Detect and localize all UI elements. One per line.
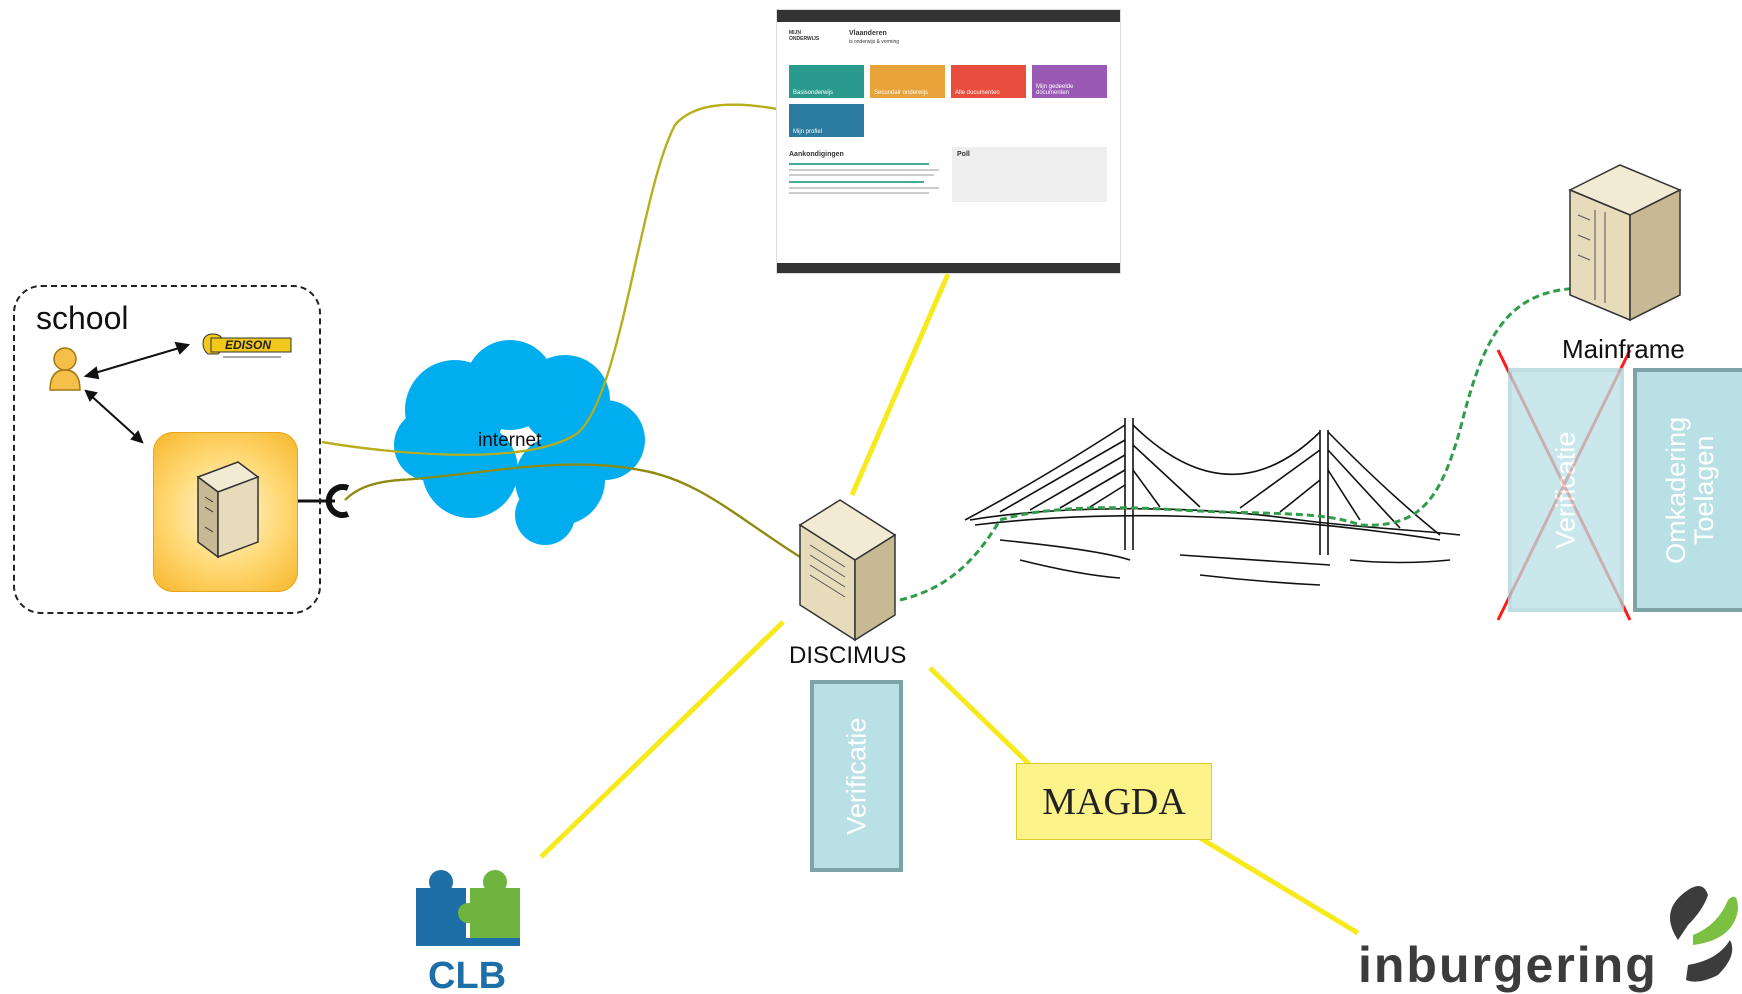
- discimus-server-icon: [798, 499, 897, 642]
- school-server-tile: [153, 432, 298, 592]
- green-dashed-link: [899, 281, 1626, 602]
- edison-logo-text: EDISON: [225, 338, 271, 352]
- portal-tile-1: Basisonderwijs: [789, 65, 864, 98]
- portal-announcement-lines: [789, 163, 939, 194]
- cloud-icon: [394, 340, 645, 545]
- portal-topbar: [777, 10, 1120, 22]
- cloud-label: internet: [478, 430, 542, 451]
- clb-label: CLB: [428, 955, 506, 994]
- portal-tile-4: Mijn gedeelde documenten: [1032, 65, 1107, 98]
- mainframe-server-icon: [1568, 164, 1682, 322]
- link-discimus-magda: [928, 666, 1032, 767]
- portal-tile-5: Mijn profiel: [789, 104, 864, 137]
- puzzle-icon: [416, 870, 520, 946]
- portal-brand-right: Vlaanderen: [849, 30, 887, 37]
- clb-logo: CLB: [416, 870, 520, 994]
- omkadering-line2: Toelagen: [1690, 435, 1721, 545]
- verificatie-box-right: Verificatie: [1508, 368, 1624, 612]
- link-portal-discimus: [849, 273, 951, 496]
- school-label: school: [36, 300, 129, 336]
- portal-tile-3: Alle documenten: [951, 65, 1026, 98]
- omkadering-label: Omkadering Toelagen: [1661, 416, 1721, 564]
- portal-poll-box: [952, 147, 1107, 202]
- link-magda-inburgering: [1198, 835, 1360, 936]
- user-icon: [49, 347, 81, 391]
- portal-bottombar: [777, 263, 1120, 273]
- school-arrows: [83, 341, 191, 444]
- inburgering-logo: inburgering: [1358, 886, 1738, 993]
- portal-brand-sub: is onderwijs & vorming: [849, 39, 900, 45]
- link-discimus-clb: [539, 620, 785, 859]
- omkadering-box: Omkadering Toelagen: [1633, 368, 1742, 612]
- verificatie-box-bottom: Verificatie: [810, 680, 903, 872]
- portal-poll-title: Poll: [957, 151, 970, 158]
- portal-brand-left: MIJN ONDERWIJS: [789, 30, 820, 42]
- portal-screenshot: MIJN ONDERWIJS Vlaanderen is onderwijs &…: [777, 10, 1120, 273]
- portal-tile-2: Secundair onderwijs: [870, 65, 945, 98]
- portal-announcements-title: Aankondigingen: [789, 151, 844, 158]
- edison-logo: EDISON: [202, 333, 292, 358]
- verificatie-label-right: Verificatie: [1550, 431, 1581, 549]
- inburgering-label: inburgering: [1358, 937, 1658, 993]
- verificatie-label-bottom: Verificatie: [841, 717, 872, 835]
- omkadering-line1: Omkadering: [1661, 416, 1692, 564]
- magda-box: MAGDA: [1016, 763, 1212, 840]
- bridge-icon: [964, 418, 1461, 586]
- server-icon: [196, 461, 260, 559]
- mainframe-label: Mainframe: [1562, 334, 1685, 364]
- plug-icon: [325, 484, 350, 518]
- discimus-label: DISCIMUS: [789, 642, 907, 669]
- school-container: [13, 285, 321, 614]
